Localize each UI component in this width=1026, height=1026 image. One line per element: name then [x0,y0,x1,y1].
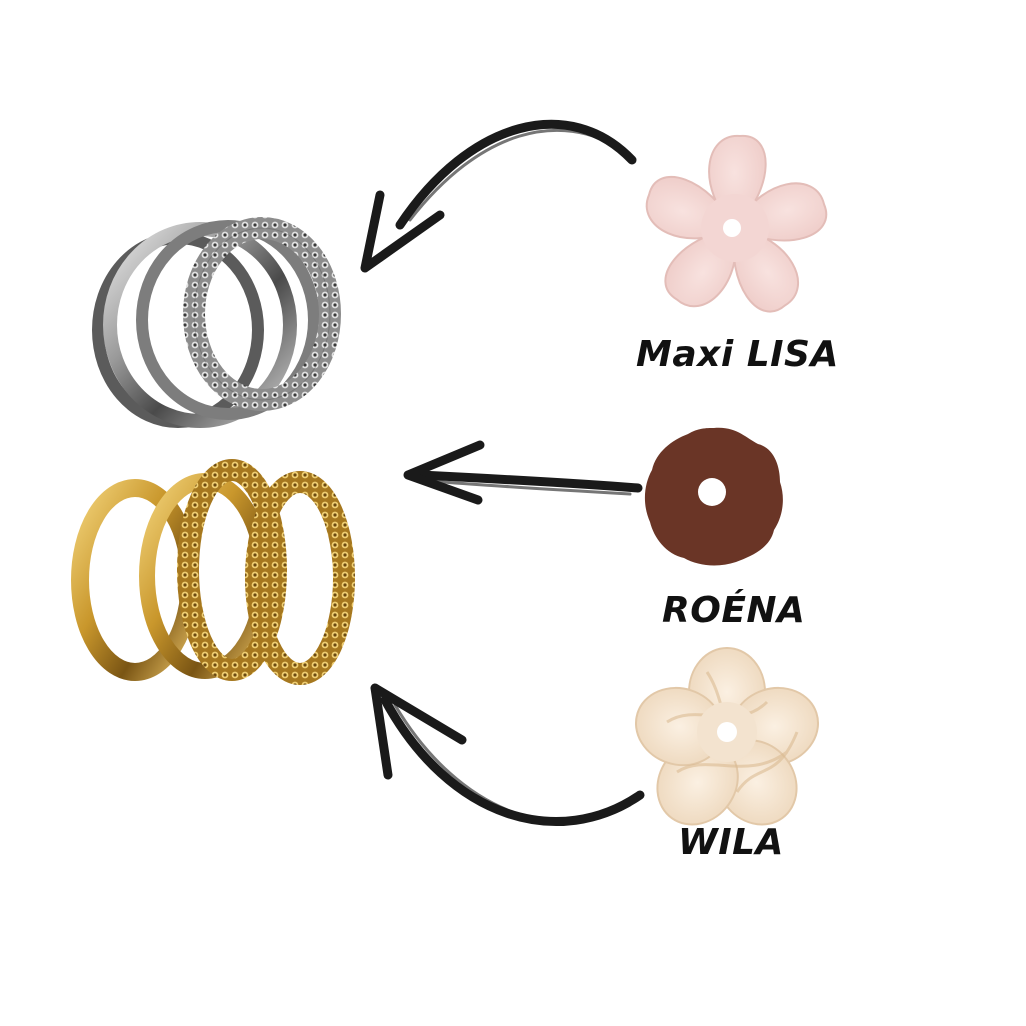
label-roena: ROÉNA [662,590,806,631]
flower-maxi-lisa-pink [645,134,828,313]
flower-roena-brown [644,427,783,566]
arrow-to-gold-middle [403,440,643,505]
arrow-to-silver [360,119,637,273]
gold-hoops [71,459,355,685]
arrow-to-gold-bottom [370,683,645,827]
label-wila: WILA [678,822,784,863]
silver-hoops [92,217,341,428]
label-maxi-lisa: Maxi LISA [636,334,839,375]
flower-wila-cream [634,647,820,826]
